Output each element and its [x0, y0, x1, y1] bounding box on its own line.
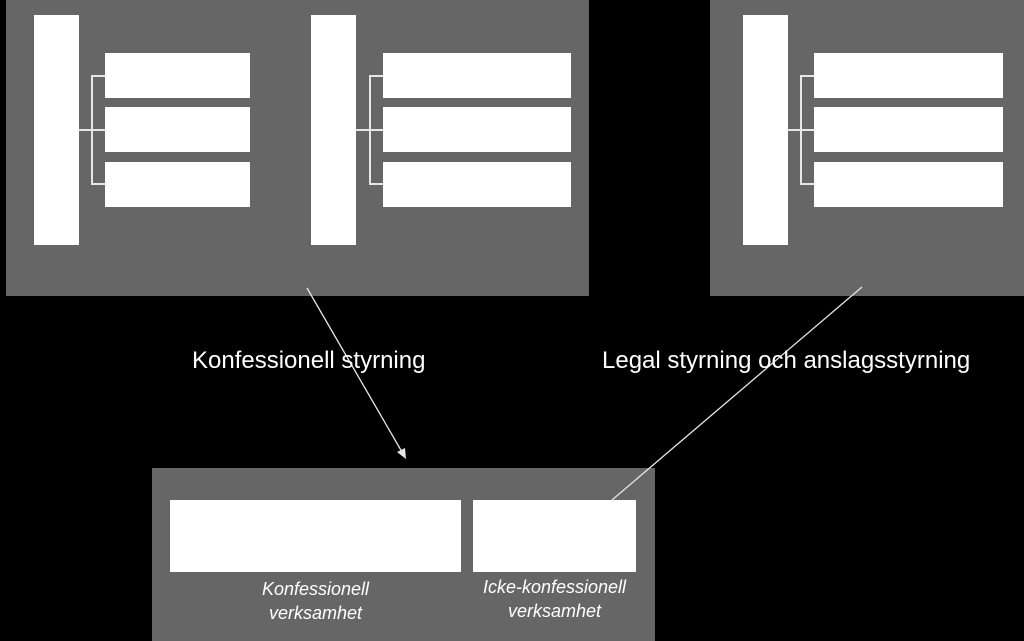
- icke-konfessionell-caption-line-2: verksamhet: [507, 601, 602, 621]
- konfessionell-flow-arrowhead: [397, 448, 406, 459]
- legal-styrning-label: Legal styrning och anslagsstyrning: [602, 347, 971, 374]
- group-c-parent-box: [743, 15, 788, 245]
- group-b-connector-3: [369, 183, 383, 185]
- group-b-child-box-3: [383, 162, 571, 207]
- konfessionell-caption-line-1: Konfessionell: [261, 579, 370, 599]
- konfessionell-caption-line-2: verksamhet: [268, 603, 363, 623]
- group-a-connector-2: [91, 129, 105, 131]
- konfessionell-caption: Konfessionell verksamhet: [170, 577, 461, 625]
- group-c-child-box-2: [814, 107, 1003, 152]
- group-a-child-box-3: [105, 162, 250, 207]
- group-b-parent-box: [311, 15, 356, 245]
- group-a-connector-3: [91, 183, 105, 185]
- konfessionell-flow-line: [306, 287, 403, 453]
- icke-konfessionell-caption-line-1: Icke-konfessionell: [482, 577, 627, 597]
- group-c-connector-2: [800, 129, 814, 131]
- group-a-child-box-1: [105, 53, 250, 98]
- group-a-connector-trunk: [79, 129, 91, 131]
- group-a-connector-1: [91, 75, 105, 77]
- group-b-connector-trunk: [356, 129, 369, 131]
- bottom-panel: Konfessionell verksamhet Icke-konfession…: [152, 468, 655, 641]
- icke-konfessionell-box: [473, 500, 636, 572]
- konfessionell-box: [170, 500, 461, 572]
- legal-flow-line: [611, 286, 863, 501]
- konfessionell-styrning-label: Konfessionell styrning: [192, 347, 426, 374]
- group-c-connector-1: [800, 75, 814, 77]
- icke-konfessionell-caption: Icke-konfessionell verksamhet: [452, 575, 657, 623]
- group-a-child-box-2: [105, 107, 250, 152]
- group-c-connector-trunk: [788, 129, 800, 131]
- group-a-parent-box: [34, 15, 79, 245]
- group-b-child-box-1: [383, 53, 571, 98]
- group-c-connector-3: [800, 183, 814, 185]
- top-left-panel: [6, 0, 589, 296]
- group-b-connector-1: [369, 75, 383, 77]
- group-c-child-box-3: [814, 162, 1003, 207]
- top-right-panel: [710, 0, 1024, 296]
- group-b-child-box-2: [383, 107, 571, 152]
- group-c-child-box-1: [814, 53, 1003, 98]
- group-b-connector-2: [369, 129, 383, 131]
